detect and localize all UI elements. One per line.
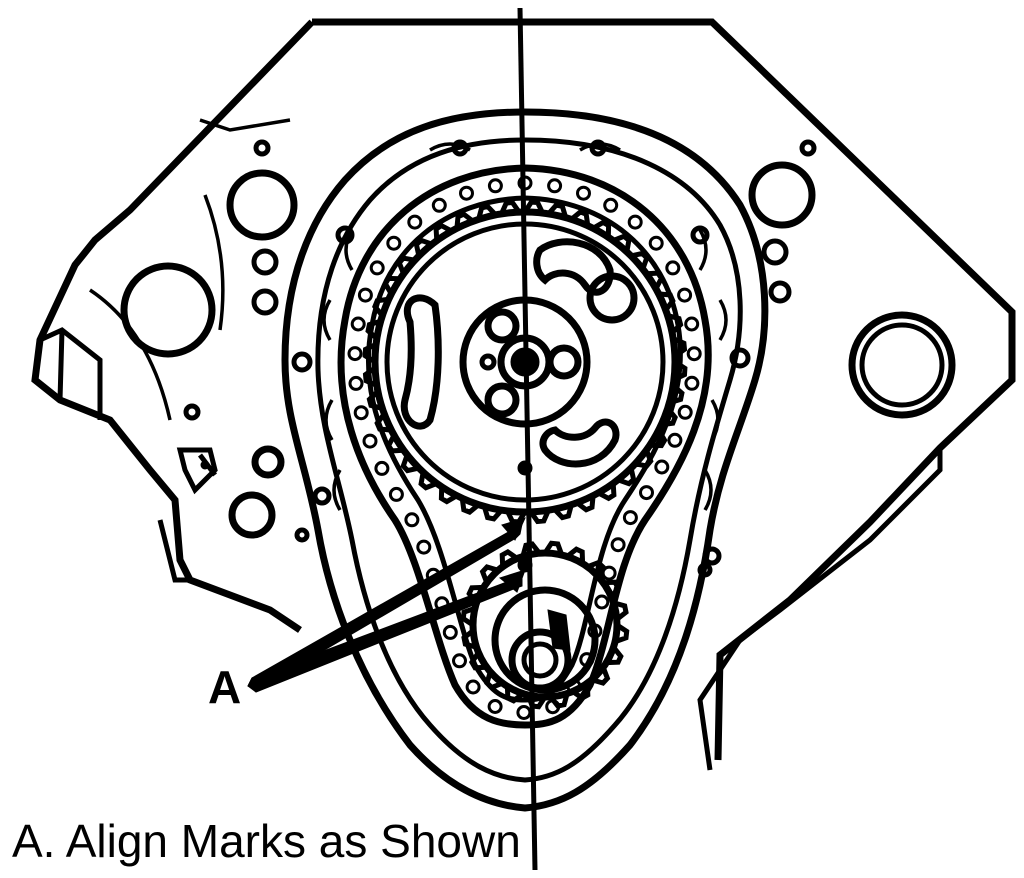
chain-link-pin bbox=[386, 235, 402, 251]
chain-link-pin bbox=[374, 460, 390, 476]
timing-chain-outer bbox=[337, 164, 712, 729]
chain-link-pin bbox=[350, 316, 366, 332]
chain-link-pin bbox=[610, 537, 626, 553]
left-bore bbox=[120, 262, 216, 358]
right-upper-bore bbox=[748, 161, 816, 229]
left-mid-bolt bbox=[251, 445, 285, 479]
chain-link-pin bbox=[487, 699, 503, 714]
callout-label-a: A bbox=[208, 661, 242, 713]
chain-link-pin bbox=[576, 185, 591, 201]
left-bracket bbox=[176, 447, 218, 495]
chain-link-pin bbox=[452, 653, 467, 669]
chain-link-pin bbox=[431, 197, 447, 213]
chain-link-pin bbox=[603, 197, 619, 213]
left-lower-bore bbox=[228, 491, 276, 539]
chain-link-pin bbox=[357, 287, 373, 303]
chain-link-pin bbox=[622, 510, 638, 526]
chain-link-pin bbox=[407, 214, 423, 230]
left-upper-bore bbox=[226, 169, 298, 241]
timing-chain-inner bbox=[366, 195, 683, 703]
block-right-lower-edge bbox=[697, 448, 943, 771]
block-left-flange bbox=[38, 327, 190, 583]
chain-link-pin bbox=[686, 346, 702, 362]
cover-scallop-right bbox=[698, 229, 728, 511]
chain-link-pin bbox=[404, 512, 420, 528]
chain-link-pin bbox=[677, 404, 693, 420]
chain-link-pin bbox=[516, 705, 532, 720]
chain-link-pin bbox=[665, 260, 681, 276]
diagram-caption: A. Align Marks as Shown bbox=[12, 815, 521, 867]
chain-link-pin bbox=[677, 287, 693, 303]
callout-leaders bbox=[247, 517, 526, 693]
chain-link-pin bbox=[639, 485, 654, 501]
left-bracket-dot bbox=[200, 460, 210, 470]
timing-cover-gasket bbox=[281, 108, 769, 812]
chain-link-pin bbox=[388, 486, 404, 502]
chain-link-pin bbox=[347, 346, 363, 362]
chain-link-pin bbox=[594, 594, 610, 610]
chain-link-pin bbox=[353, 405, 369, 421]
chain-link-pin bbox=[654, 459, 670, 475]
chain-link-pin bbox=[416, 539, 432, 555]
chain-link-pin bbox=[442, 624, 458, 640]
chain-link-pin bbox=[465, 679, 481, 695]
chain-link-pin bbox=[627, 214, 643, 230]
alignment-line bbox=[517, 7, 538, 871]
chain-link-pin bbox=[369, 260, 385, 276]
chain-link-pin bbox=[459, 185, 474, 201]
chain-link-pin bbox=[487, 178, 503, 194]
timing-cover-inner-flange bbox=[315, 137, 743, 783]
chain-link-pin bbox=[547, 178, 563, 194]
right-large-bore bbox=[848, 311, 956, 419]
chain-link-pin bbox=[684, 375, 700, 391]
block-bolt-holes bbox=[183, 139, 817, 578]
crankshaft-sprocket bbox=[460, 540, 630, 710]
right-large-bore-inner bbox=[859, 322, 945, 408]
chain-link-pin bbox=[348, 375, 364, 391]
chain-link-pin bbox=[684, 316, 700, 332]
chain-link-pin bbox=[648, 235, 664, 251]
cover-scallop-left bbox=[322, 229, 354, 511]
chain-link-pin bbox=[362, 433, 378, 449]
chain-link-pin bbox=[667, 432, 683, 448]
